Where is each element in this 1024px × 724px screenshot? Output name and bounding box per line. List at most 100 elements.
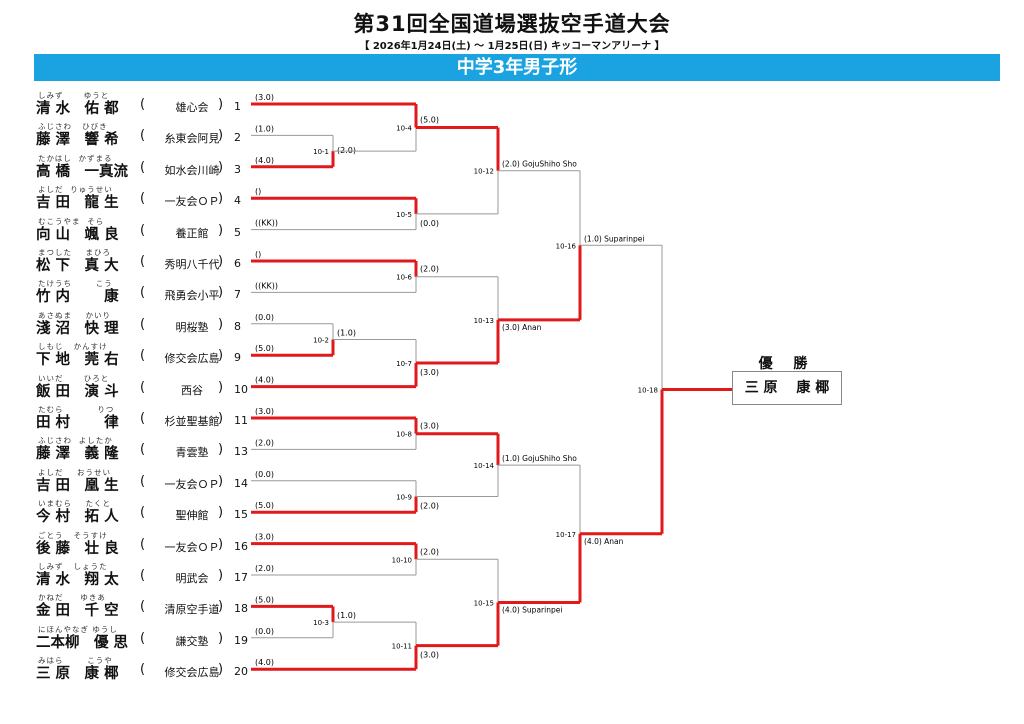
entry-score: (2.0) bbox=[255, 438, 274, 447]
player-row: よしだ おうせい吉 田 凰 生(一友会ＯＰ)14 bbox=[36, 467, 251, 497]
player-club: 一友会ＯＰ bbox=[164, 477, 220, 491]
match-score: (1.0) Suparinpei bbox=[584, 234, 644, 243]
tournament-title: 第31回全国道場選抜空手道大会 bbox=[353, 12, 671, 36]
player-ruby: しみず ゆうと bbox=[38, 91, 110, 100]
paren-open: ( bbox=[140, 473, 146, 489]
player-club: 聖伸館 bbox=[175, 509, 209, 523]
player-seed: 2 bbox=[234, 131, 241, 145]
entry-score: (4.0) bbox=[255, 658, 274, 667]
player-ruby: かねだ ゆきあ bbox=[38, 593, 106, 603]
match-id: 10-17 bbox=[556, 531, 576, 539]
paren-close: ) bbox=[218, 442, 224, 458]
paren-open: ( bbox=[140, 599, 146, 615]
match-score: (1.0) bbox=[337, 611, 356, 620]
player-ruby: しもじ かんすけ bbox=[38, 342, 108, 352]
player-ruby: しみず しょうた bbox=[38, 562, 108, 571]
entry-score: () bbox=[255, 250, 261, 259]
match-score: (0.0) bbox=[420, 219, 439, 228]
player-ruby: むこうやま そら bbox=[38, 216, 105, 226]
paren-close: ) bbox=[218, 348, 224, 364]
player-seed: 8 bbox=[234, 319, 241, 333]
player-ruby: にほんやなぎ ゆうし bbox=[38, 624, 118, 634]
match-id: 10-10 bbox=[392, 556, 412, 564]
player-row: にほんやなぎ ゆうし二本柳 優 思(謙交塾)19 bbox=[36, 624, 251, 654]
entry-score: (5.0) bbox=[255, 501, 274, 510]
paren-close: ) bbox=[218, 159, 224, 175]
player-row: たけうち こう竹 内 康(飛勇会小平)7 bbox=[36, 278, 251, 308]
player-club: 謙交塾 bbox=[175, 634, 209, 648]
player-ruby: いまむら たくと bbox=[38, 499, 112, 509]
paren-close: ) bbox=[218, 254, 224, 269]
player-seed: 4 bbox=[234, 194, 241, 208]
match-score: (2.0) bbox=[420, 547, 439, 556]
player-seed: 10 bbox=[234, 382, 248, 396]
winner-heading: 優 勝 bbox=[758, 356, 816, 372]
player-row: ふじさわ よしたか藤 澤 義 隆(青雲塾)13 bbox=[36, 435, 251, 465]
paren-open: ( bbox=[140, 662, 146, 678]
player-club: 秀明八千代 bbox=[164, 258, 220, 271]
paren-open: ( bbox=[140, 568, 146, 583]
player-row: いいだ ひろと飯 田 演 斗(西谷)10 bbox=[36, 373, 251, 403]
player-seed: 5 bbox=[234, 225, 241, 239]
match-id: 10-18 bbox=[638, 387, 658, 395]
match-id: 10-16 bbox=[556, 242, 577, 250]
paren-close: ) bbox=[218, 599, 224, 615]
player-ruby: たけうち こう bbox=[38, 279, 113, 289]
match-score: (1.0) GojuShiho Sho bbox=[502, 454, 577, 463]
player-club: 明桜塾 bbox=[175, 320, 209, 334]
match-score: (4.0) Anan bbox=[584, 537, 624, 546]
paren-open: ( bbox=[140, 442, 146, 458]
match-score: (3.0) bbox=[420, 368, 439, 377]
player-club: 明武会 bbox=[175, 572, 209, 585]
player-seed: 15 bbox=[234, 508, 248, 522]
player-ruby: たむら りつ bbox=[38, 405, 115, 414]
entry-score: (0.0) bbox=[255, 627, 274, 636]
paren-close: ) bbox=[218, 97, 224, 112]
player-name: 藤 澤 響 希 bbox=[36, 132, 119, 149]
entry-score: (3.0) bbox=[255, 93, 274, 102]
paren-open: ( bbox=[140, 128, 146, 144]
player-name: 今 村 拓 人 bbox=[36, 509, 119, 526]
paren-open: ( bbox=[140, 630, 146, 646]
player-name: 後 藤 壮 良 bbox=[36, 540, 119, 557]
player-row: しみず ゆうと清 水 佑 都(雄心会)1 bbox=[36, 90, 251, 120]
match-score: (2.0) bbox=[420, 502, 439, 511]
division-banner: 中学3年男子形 bbox=[34, 54, 1000, 81]
match-score: (3.0) Anan bbox=[502, 323, 542, 332]
player-name: 二本柳 優 思 bbox=[36, 634, 129, 651]
player-club: 青雲塾 bbox=[175, 446, 209, 460]
winner-box: 三 原 康 椰 bbox=[732, 371, 842, 405]
player-name: 田 村 律 bbox=[36, 415, 119, 431]
player-ruby: ふじさわ よしたか bbox=[38, 436, 113, 446]
paren-open: ( bbox=[140, 411, 146, 426]
paren-open: ( bbox=[140, 285, 146, 301]
player-ruby: ごとう そうすけ bbox=[38, 530, 108, 540]
match-id: 10-1 bbox=[313, 148, 329, 156]
paren-open: ( bbox=[140, 254, 146, 269]
paren-open: ( bbox=[140, 97, 146, 112]
player-seed: 18 bbox=[234, 602, 248, 616]
player-seed: 14 bbox=[234, 476, 248, 490]
paren-open: ( bbox=[140, 222, 146, 238]
player-row: ふじさわ ひびき藤 澤 響 希(糸東会阿見)2 bbox=[36, 121, 251, 151]
paren-open: ( bbox=[140, 316, 146, 332]
entry-score: (3.0) bbox=[255, 407, 274, 416]
player-row: かねだ ゆきあ金 田 千 空(清原空手道)18 bbox=[36, 592, 251, 622]
match-id: 10-8 bbox=[396, 431, 412, 439]
player-name: 高 橋 一真流 bbox=[36, 163, 129, 180]
paren-close: ) bbox=[218, 222, 224, 238]
player-name: 竹 内 康 bbox=[36, 289, 119, 306]
paren-close: ) bbox=[218, 505, 224, 521]
paren-close: ) bbox=[218, 128, 224, 144]
paren-close: ) bbox=[218, 411, 224, 426]
player-club: 飛勇会小平 bbox=[164, 289, 220, 303]
match-score: (1.0) bbox=[337, 329, 356, 338]
paren-open: ( bbox=[140, 159, 146, 175]
player-ruby: まつした まひろ bbox=[38, 248, 112, 257]
player-club: 西谷 bbox=[181, 383, 203, 397]
player-row: しもじ かんすけ下 地 莞 右(修交会広島)9 bbox=[36, 341, 251, 371]
player-name: 吉 田 凰 生 bbox=[36, 477, 119, 494]
paren-open: ( bbox=[140, 379, 146, 395]
player-row: ごとう そうすけ後 藤 壮 良(一友会ＯＰ)16 bbox=[36, 530, 251, 560]
entry-score: (0.0) bbox=[255, 313, 274, 322]
